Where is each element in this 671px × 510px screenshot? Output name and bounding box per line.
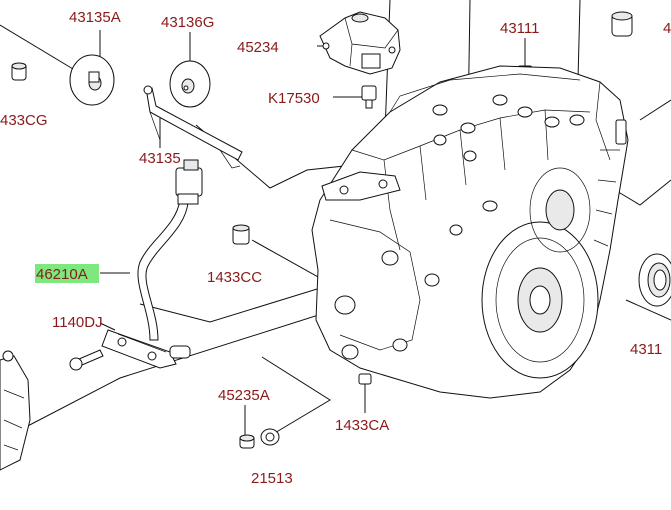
- label-45235a: 45235A: [218, 387, 270, 404]
- label-433cg: 433CG: [0, 112, 48, 129]
- label-1140dj: 1140DJ: [52, 314, 103, 331]
- label-k17530: K17530: [268, 90, 320, 107]
- oil-gauge-46210a: [137, 159, 203, 341]
- seal-4311: [638, 253, 671, 307]
- label-43111: 43111: [500, 20, 540, 37]
- bracket-1140dj: [69, 329, 191, 371]
- label-highlight: [35, 264, 99, 283]
- label-4311: 4311: [630, 341, 662, 358]
- bushing-1433cc: [232, 224, 250, 245]
- label-43136g: 43136G: [161, 14, 214, 31]
- partial-component-left: [0, 350, 31, 471]
- label-45234: 45234: [237, 39, 279, 56]
- label-43135a: 43135A: [69, 9, 121, 26]
- part-labels: 43135A 43136G 45234 43111 433CG K17530 4…: [0, 9, 671, 487]
- label-21513: 21513: [251, 470, 293, 487]
- cap-top-right: [611, 11, 633, 37]
- plug-45235a: [239, 434, 255, 449]
- transaxle-housing: [311, 65, 629, 399]
- label-43135: 43135: [139, 150, 181, 167]
- plate-43135a: [69, 54, 115, 106]
- switch-45234: [319, 11, 401, 75]
- plug-1433ca: [358, 373, 372, 385]
- sensor-k17530: [361, 85, 377, 109]
- label-4-edge: 4: [663, 20, 671, 37]
- washer-21513: [260, 428, 280, 446]
- label-1433cc: 1433CC: [207, 269, 262, 286]
- label-1433ca: 1433CA: [335, 417, 389, 434]
- bushing-433cg: [11, 62, 27, 81]
- shift-rod-43135: [143, 85, 243, 169]
- plate-43136g: [169, 60, 211, 108]
- label-46210a: 46210A: [36, 266, 88, 283]
